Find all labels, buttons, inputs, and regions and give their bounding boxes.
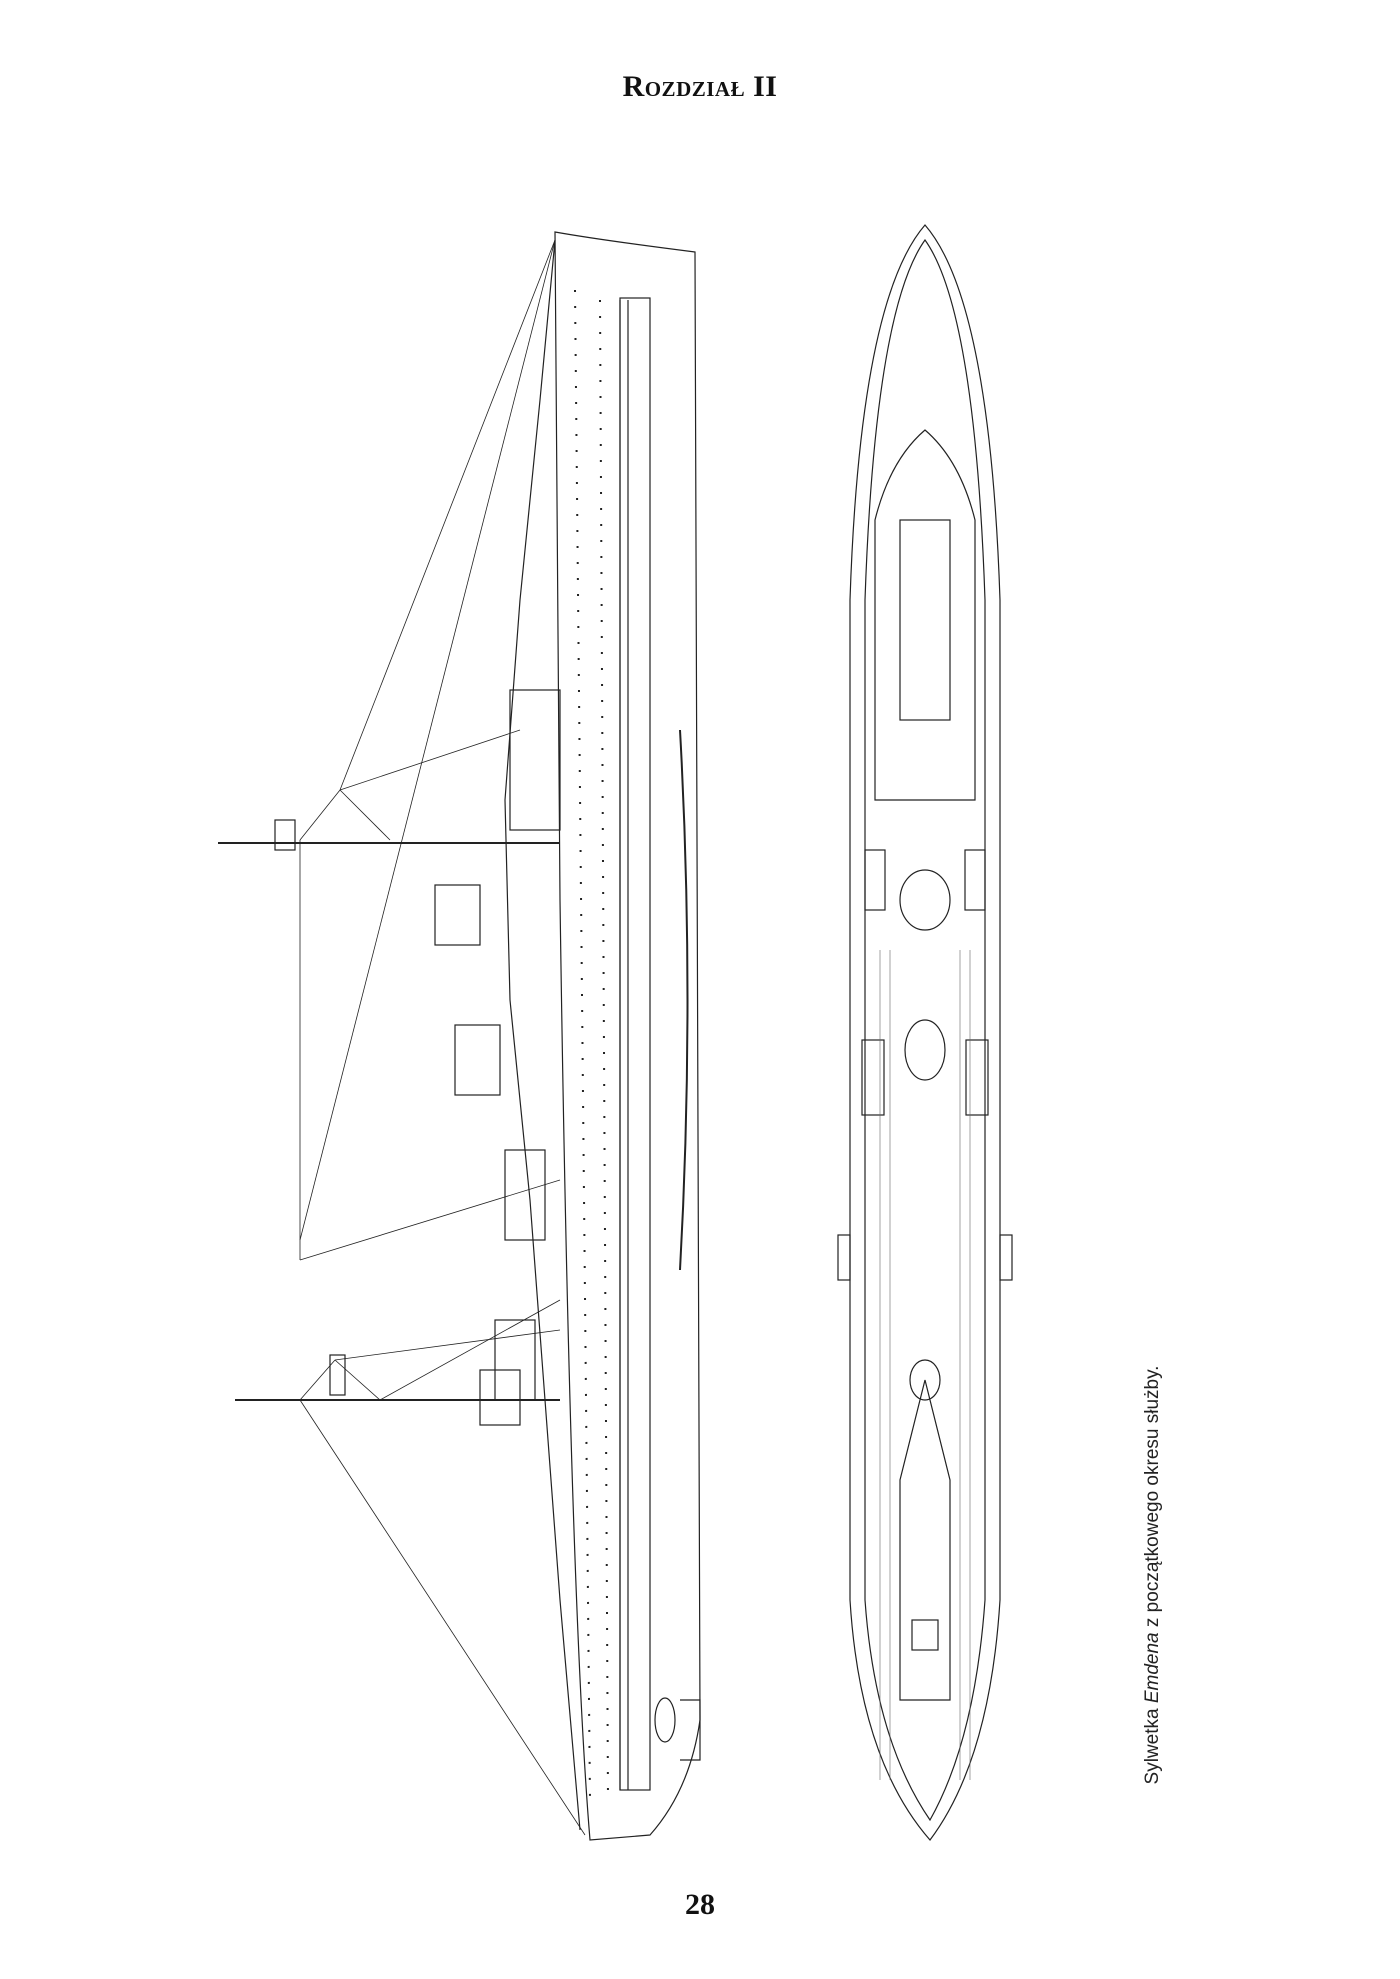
caption-suffix: z początkowego okresu służby. [1142,1365,1163,1633]
caption-prefix: Sylwetka [1142,1703,1163,1785]
top-plan-drawing [837,224,1013,1841]
chapter-title: Rozdział II [622,70,778,103]
figure-caption: Sylwetka Emdena z początkowego okresu sł… [1142,1366,1164,1785]
page-number: 28 [685,1888,715,1921]
caption-ship-name: Emdena [1142,1632,1163,1704]
side-profile-drawing [218,231,701,1841]
